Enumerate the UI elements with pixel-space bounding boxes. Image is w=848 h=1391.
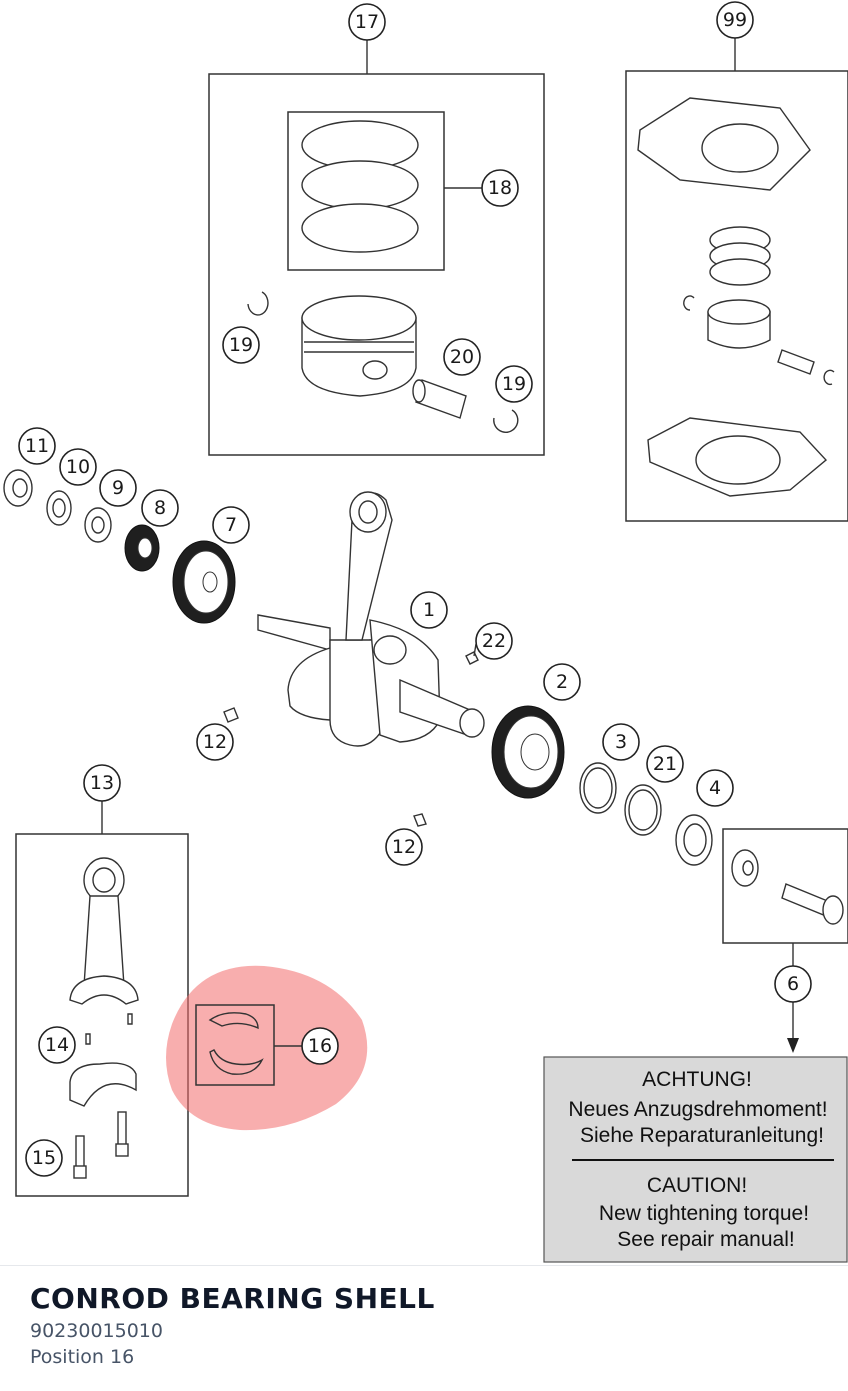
callout-12[interactable]: 12 (385, 828, 423, 866)
key-part[interactable] (223, 707, 239, 723)
callout-1[interactable]: 1 (410, 591, 448, 629)
callout-3[interactable]: 3 (602, 723, 640, 761)
piston-rings-part[interactable] (301, 120, 419, 253)
svg-text:7: 7 (225, 514, 237, 536)
callout-13[interactable]: 13 (83, 764, 121, 802)
callout-19[interactable]: 19 (222, 326, 260, 364)
washer-part[interactable] (46, 490, 72, 526)
piston-pin-part[interactable] (412, 379, 467, 419)
leader-lines (473, 643, 477, 657)
callout-11[interactable]: 11 (18, 427, 56, 465)
callout-9[interactable]: 9 (99, 469, 137, 507)
piston-part[interactable] (301, 295, 417, 397)
woodruff-key-part[interactable] (465, 651, 479, 665)
svg-text:13: 13 (90, 772, 114, 794)
svg-text:8: 8 (154, 497, 166, 519)
svg-text:20: 20 (450, 346, 474, 368)
selected-part-panel: CONROD BEARING SHELL 90230015010 Positio… (0, 1265, 848, 1391)
svg-text:6: 6 (787, 973, 799, 995)
conrod-assembly-group[interactable] (15, 800, 189, 1197)
callout-20[interactable]: 20 (443, 338, 481, 376)
callout-7[interactable]: 7 (212, 506, 250, 544)
callout-16[interactable]: 16 (301, 1027, 339, 1065)
timing-gear-part[interactable] (172, 540, 236, 624)
bearing-shell-part[interactable] (195, 1004, 302, 1086)
circlip-part[interactable] (247, 291, 269, 316)
svg-text:2: 2 (556, 671, 568, 693)
callout-21[interactable]: 21 (646, 745, 684, 783)
warning-en-line2: See repair manual! (617, 1228, 794, 1251)
callout-4[interactable]: 4 (696, 769, 734, 807)
svg-text:1: 1 (423, 599, 435, 621)
svg-text:19: 19 (229, 334, 253, 356)
callout-22[interactable]: 22 (475, 622, 513, 660)
svg-text:99: 99 (723, 9, 747, 31)
pin-part[interactable] (127, 1013, 133, 1025)
svg-text:12: 12 (392, 836, 416, 858)
sprocket-part[interactable] (124, 524, 160, 572)
callout-2[interactable]: 2 (543, 663, 581, 701)
conrod-part[interactable] (69, 857, 139, 1005)
part-number: 90230015010 (30, 1320, 163, 1342)
warning-en-heading: CAUTION! (647, 1174, 747, 1197)
nut-part[interactable] (3, 469, 33, 507)
gasket-kit-group[interactable] (625, 37, 848, 522)
callout-15[interactable]: 15 (25, 1139, 63, 1177)
svg-text:21: 21 (653, 753, 677, 775)
warning-de-line2: Siehe Reparaturanleitung! (580, 1124, 824, 1147)
svg-text:9: 9 (112, 477, 124, 499)
svg-text:12: 12 (203, 731, 227, 753)
warning-de-heading: ACHTUNG! (642, 1068, 752, 1091)
callout-8[interactable]: 8 (141, 489, 179, 527)
conrod-bolt-part[interactable] (73, 1111, 129, 1179)
svg-text:3: 3 (615, 731, 627, 753)
washer-part[interactable] (624, 784, 662, 836)
conrod-cap-part[interactable] (69, 1062, 137, 1107)
warning-en-line1: New tightening torque! (599, 1202, 809, 1225)
warning-label: ACHTUNG! Neues Anzugsdrehmoment! Siehe R… (543, 1056, 848, 1263)
svg-text:11: 11 (25, 435, 49, 457)
callout-19[interactable]: 19 (495, 365, 533, 403)
svg-text:19: 19 (502, 373, 526, 395)
part-position: Position 16 (30, 1346, 135, 1368)
warning-de-line1: Neues Anzugsdrehmoment! (568, 1098, 827, 1121)
svg-text:22: 22 (482, 630, 506, 652)
svg-text:17: 17 (355, 11, 379, 33)
pin-part[interactable] (85, 1033, 91, 1045)
svg-text:16: 16 (308, 1035, 332, 1057)
selection-highlight (166, 965, 368, 1131)
bolt-kit-group[interactable] (722, 828, 848, 1053)
callout-18[interactable]: 18 (481, 169, 519, 207)
svg-text:15: 15 (32, 1147, 56, 1169)
primary-gear-part[interactable] (491, 705, 565, 799)
callout-17[interactable]: 17 (348, 3, 386, 41)
callout-12[interactable]: 12 (196, 723, 234, 761)
crankshaft-part[interactable] (257, 491, 485, 747)
nut-part[interactable] (675, 814, 713, 866)
callout-10[interactable]: 10 (59, 448, 97, 486)
callout-6[interactable]: 6 (774, 965, 812, 1003)
svg-text:14: 14 (45, 1034, 69, 1056)
svg-text:4: 4 (709, 777, 721, 799)
svg-text:10: 10 (66, 456, 90, 478)
key-part[interactable] (413, 813, 427, 827)
circlip-part[interactable] (493, 409, 519, 433)
callout-14[interactable]: 14 (38, 1026, 76, 1064)
piston-assembly-group[interactable] (208, 38, 545, 456)
svg-text:18: 18 (488, 177, 512, 199)
exploded-parts-diagram: ACHTUNG! Neues Anzugsdrehmoment! Siehe R… (3, 1, 848, 1263)
spacer-part[interactable] (579, 762, 617, 814)
washer-part[interactable] (84, 507, 112, 543)
part-title: CONROD BEARING SHELL (30, 1282, 435, 1315)
callout-99[interactable]: 99 (716, 1, 754, 39)
